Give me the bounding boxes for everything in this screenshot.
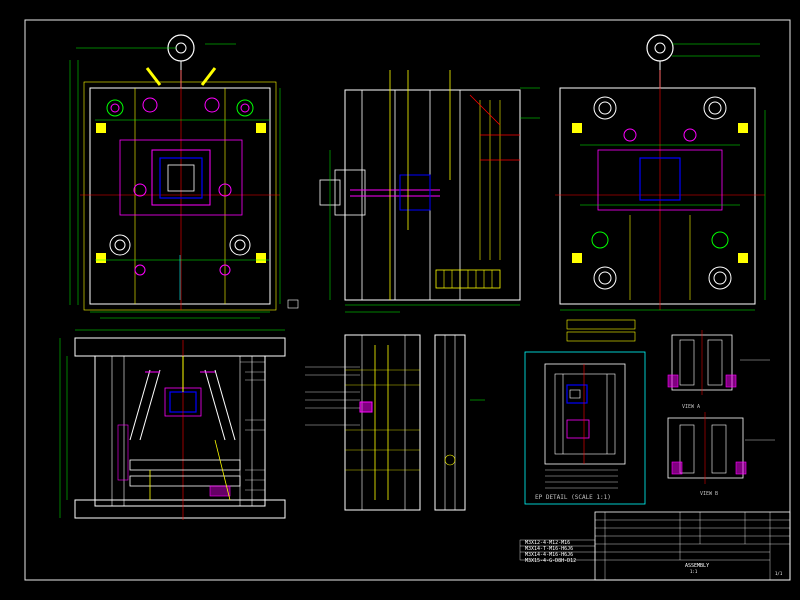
title-sheet: 1/1	[775, 571, 783, 576]
view-side-section	[319, 70, 540, 313]
title-drawing-no: ASSEMBLY	[685, 563, 709, 569]
note-line-4: M3X15-4-G-D8H-D12	[525, 558, 576, 564]
view-b-detail	[667, 412, 775, 484]
note-line-2: M3X14-T-M16-H6J6	[525, 546, 573, 552]
view-ep-detail	[524, 351, 646, 505]
drawing-border	[24, 19, 791, 581]
view-front-section	[59, 329, 286, 520]
note-line-1: M3X12-4-M12-M16	[525, 540, 570, 546]
view-a-detail	[667, 330, 770, 395]
view-b-label: VIEW B	[700, 491, 718, 497]
note-line-3: M3X14-4-M16-H6J6	[525, 552, 573, 558]
view-fixed-half-plan	[555, 34, 766, 342]
ep-detail-label: EP DETAIL (SCALE 1:1)	[535, 494, 611, 501]
title-block	[519, 511, 791, 581]
view-moving-half-plan	[69, 34, 299, 319]
view-a-label: VIEW A	[682, 404, 700, 410]
view-side-section-2	[305, 334, 485, 511]
title-scale: 1:1	[690, 569, 698, 574]
